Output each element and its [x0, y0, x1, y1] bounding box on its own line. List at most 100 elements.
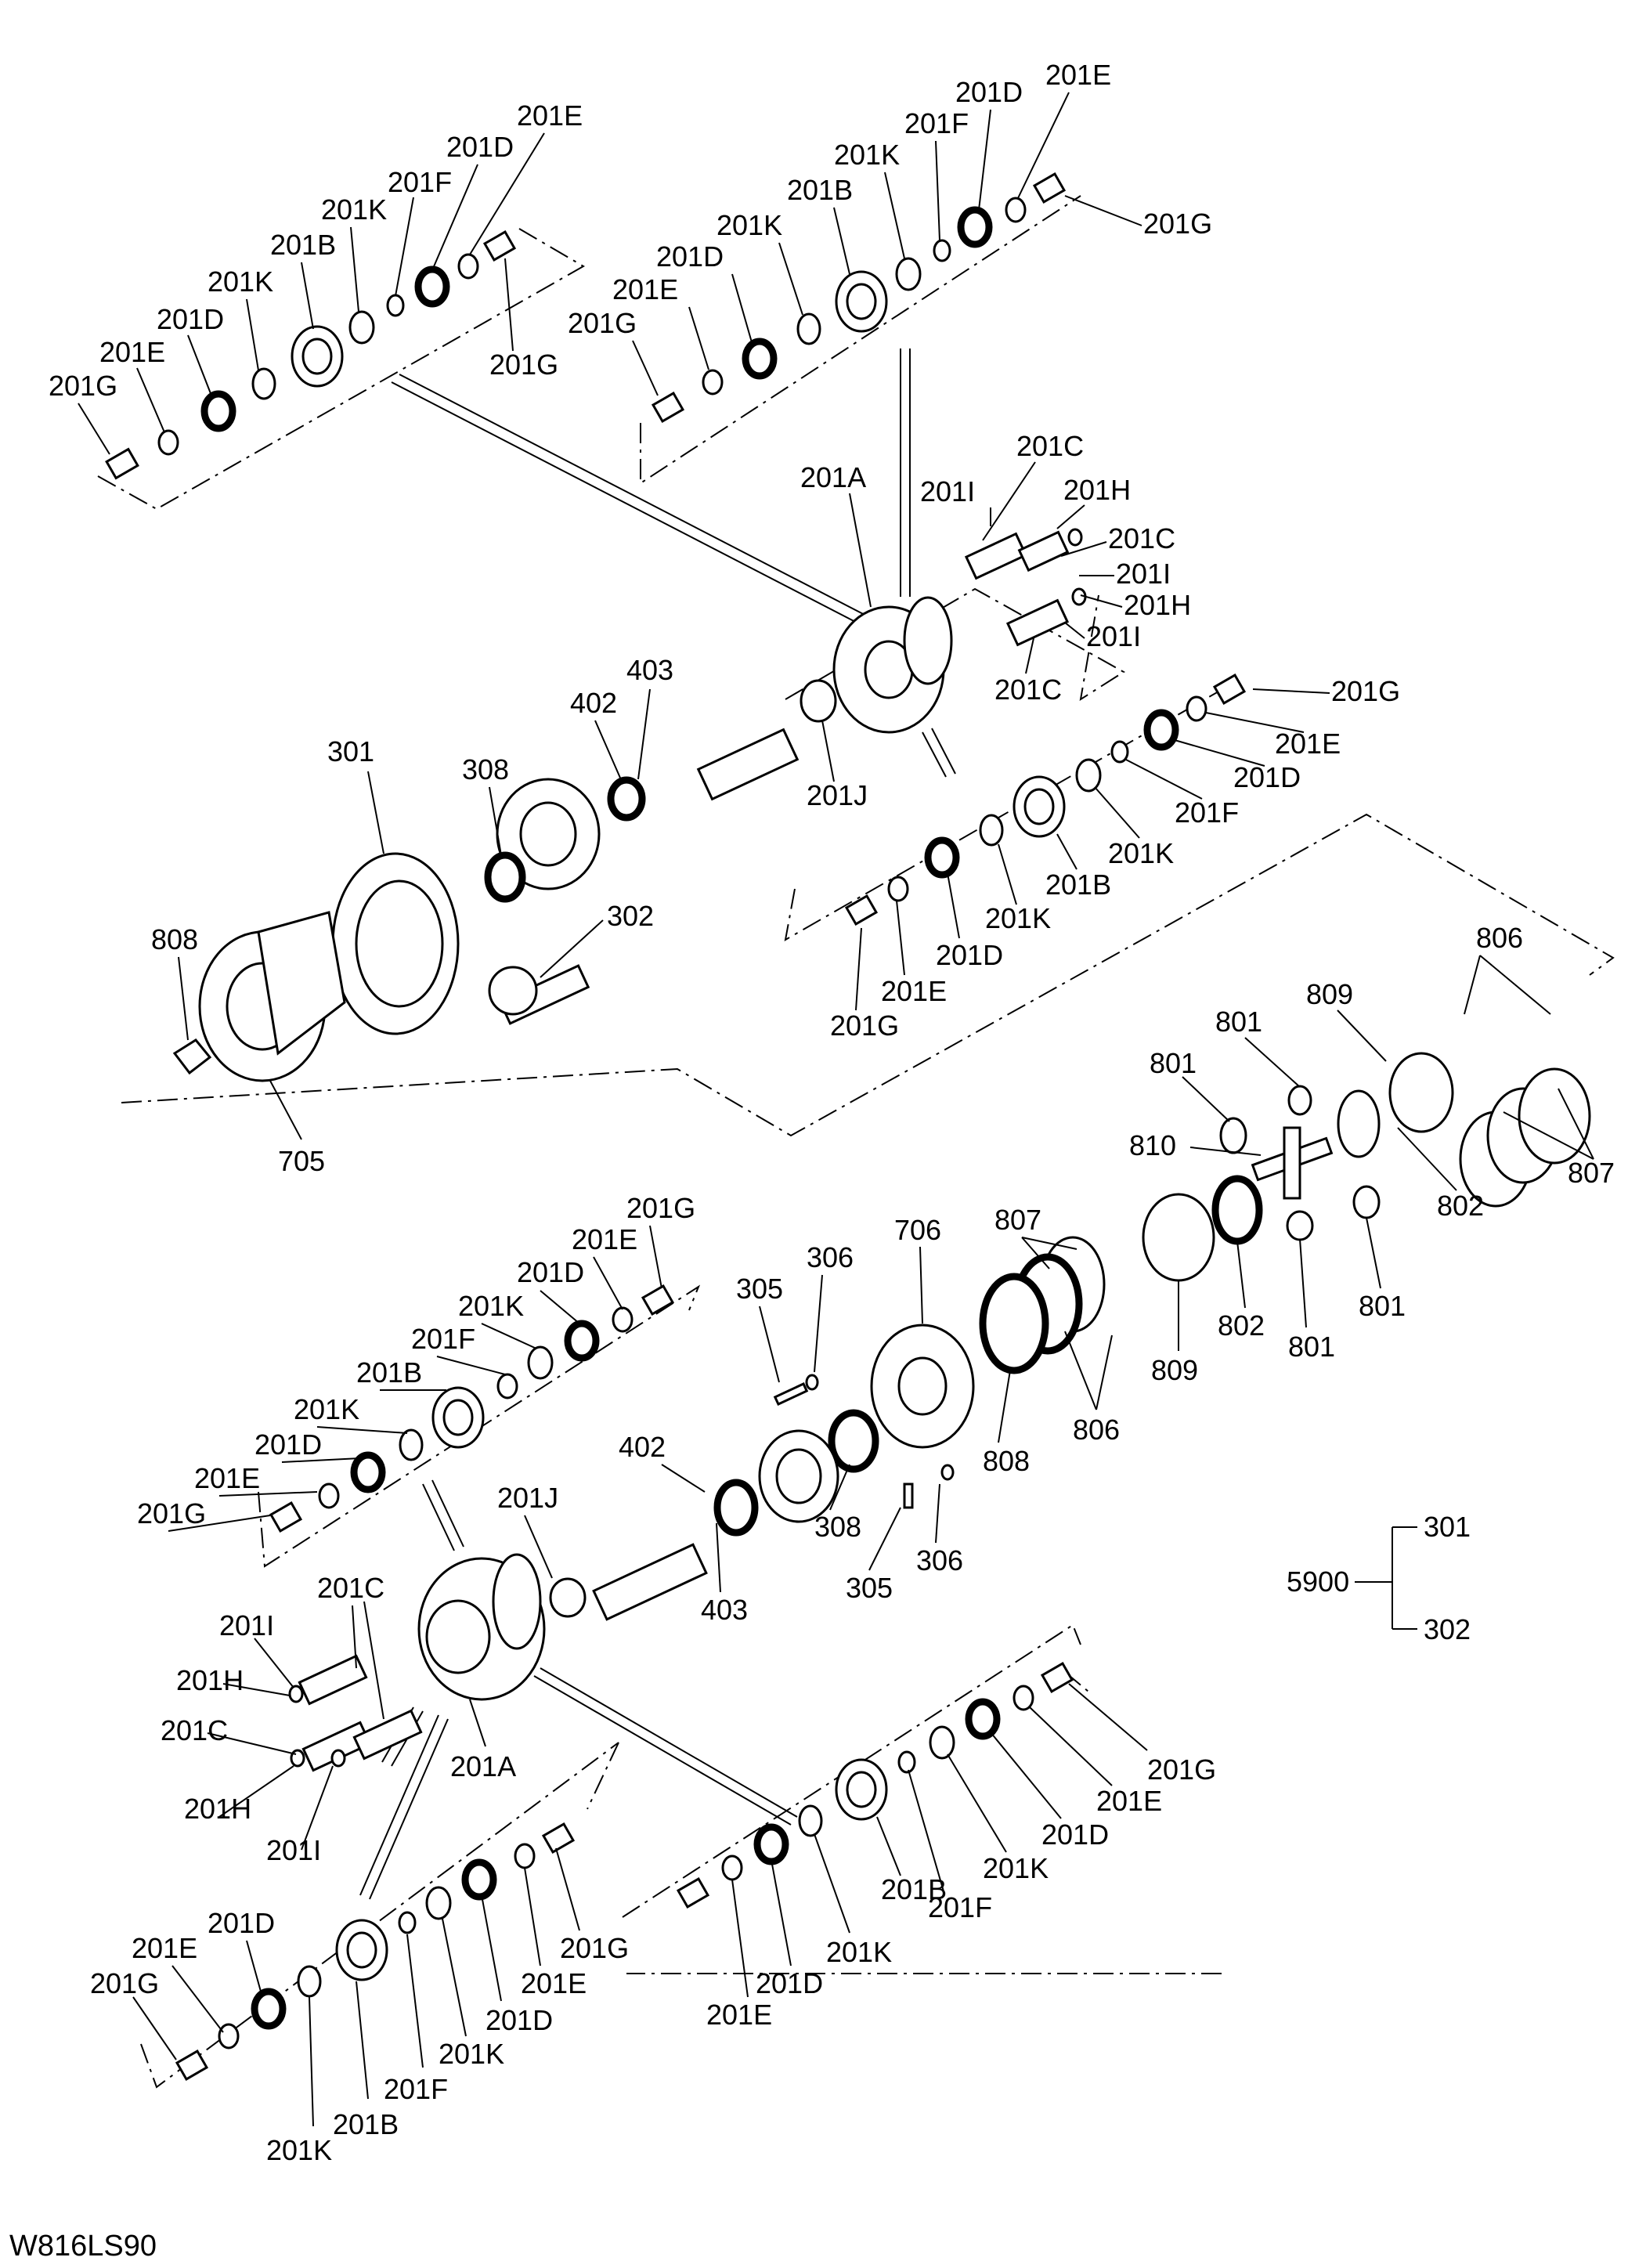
callout: 201I	[920, 475, 975, 507]
callout: 301	[1424, 1511, 1471, 1543]
callout: 201F	[928, 1891, 992, 1923]
callout: 201D	[446, 131, 514, 163]
callout: 201G	[830, 1009, 899, 1042]
callout: 201I	[219, 1609, 274, 1641]
callout: 806	[1476, 922, 1523, 954]
callout: 201E	[1096, 1785, 1162, 1817]
part-differential-internals	[979, 1052, 1591, 1374]
callout: 201B	[787, 174, 853, 206]
callout: 807	[994, 1204, 1041, 1236]
callout: 201E	[706, 1999, 772, 2031]
callout: 201K	[294, 1393, 359, 1425]
diagram-code: W816LS90	[9, 2230, 157, 2263]
callout: 201H	[184, 1793, 251, 1825]
callout: 201K	[458, 1290, 524, 1322]
callout: 201H	[1124, 589, 1191, 621]
part-bearing-assembly-middle-right	[844, 674, 1247, 926]
callout: 201H	[1063, 474, 1131, 506]
callout-labels: 201E 201D 201F 201K 201B 201K 201D 201E …	[9, 59, 1615, 2263]
callout: 806	[1073, 1414, 1120, 1446]
callout: 801	[1359, 1290, 1406, 1322]
callout: 403	[701, 1594, 748, 1626]
callout: 305	[846, 1572, 893, 1604]
callout: 201G	[137, 1497, 206, 1529]
callout: 201D	[208, 1907, 275, 1939]
assembly-bracket	[1355, 1526, 1417, 1630]
callout: 201E	[517, 99, 583, 132]
callout: 201E	[1275, 728, 1341, 760]
callout: 801	[1288, 1331, 1335, 1363]
callout: 201I	[1086, 620, 1141, 652]
callout: 807	[1568, 1157, 1615, 1189]
callout: 201D	[157, 303, 224, 335]
callout: 201K	[717, 209, 782, 241]
callout: 201E	[612, 273, 678, 305]
callout: 201F	[384, 2073, 448, 2105]
part-differential-case-bottom	[288, 1553, 546, 1772]
callout: 201B	[356, 1356, 422, 1389]
part-bearing-assembly-top-right	[651, 172, 1067, 423]
callout: 808	[151, 923, 198, 955]
assembly-number: 5900	[1287, 1566, 1349, 1598]
callout: 201K	[266, 2134, 332, 2166]
callout: 201I	[1116, 558, 1171, 590]
callout: 201D	[517, 1256, 584, 1288]
callout: 201J	[497, 1482, 558, 1514]
callout: 403	[626, 654, 673, 686]
part-ring-gear-and-pinion	[172, 776, 646, 1082]
callout: 201D	[656, 240, 724, 273]
callout: 306	[916, 1544, 963, 1576]
callout: 201K	[834, 139, 900, 171]
callout: 308	[462, 753, 509, 785]
callout: 201C	[317, 1572, 384, 1604]
callout: 201E	[99, 336, 165, 368]
callout: 201F	[904, 107, 969, 139]
callout: 301	[327, 735, 374, 767]
callout: 201K	[439, 2038, 504, 2070]
callout: 802	[1218, 1309, 1265, 1342]
callout: 201F	[388, 166, 452, 198]
callout: 201K	[321, 193, 387, 226]
callout: 305	[736, 1273, 783, 1305]
callout: 706	[894, 1214, 941, 1246]
part-bearing-assembly-lower-left	[269, 1284, 675, 1533]
callout: 402	[619, 1431, 666, 1463]
callout: 201G	[1143, 208, 1212, 240]
callout: 201C	[161, 1714, 228, 1746]
callout: 201D	[1233, 761, 1301, 793]
callout: 201G	[90, 1967, 159, 1999]
callout: 302	[1424, 1613, 1471, 1645]
callout: 201H	[176, 1664, 244, 1696]
callout: 809	[1151, 1354, 1198, 1386]
callout: 302	[607, 900, 654, 932]
callout: 201B	[270, 229, 336, 261]
callout: 201C	[994, 674, 1062, 706]
callout: 201F	[1175, 796, 1239, 829]
callout: 705	[278, 1145, 325, 1177]
callout: 201D	[254, 1428, 322, 1461]
callout: 809	[1306, 978, 1353, 1010]
part-differential-case-top	[696, 528, 1087, 801]
callout: 201D	[485, 2004, 553, 2036]
callout: 201G	[1147, 1753, 1216, 1786]
callout: 201K	[208, 265, 273, 298]
callout: 201E	[881, 975, 947, 1007]
callout: 201E	[194, 1462, 260, 1494]
callout: 201I	[266, 1834, 321, 1866]
callout: 201G	[568, 307, 637, 339]
callout: 201K	[1108, 837, 1174, 869]
callout: 201D	[1041, 1818, 1109, 1851]
callout: 201G	[489, 349, 558, 381]
callout: 201E	[572, 1223, 637, 1255]
callout: 201J	[807, 779, 868, 811]
callout: 201A	[800, 461, 866, 493]
callout: 201B	[1045, 869, 1111, 901]
callout: 808	[983, 1445, 1030, 1477]
callout: 801	[1150, 1047, 1197, 1079]
callout: 810	[1129, 1129, 1176, 1161]
callout: 201D	[955, 76, 1023, 108]
callout: 308	[814, 1511, 861, 1543]
callout: 201E	[1045, 59, 1111, 91]
callout: 306	[807, 1241, 854, 1273]
